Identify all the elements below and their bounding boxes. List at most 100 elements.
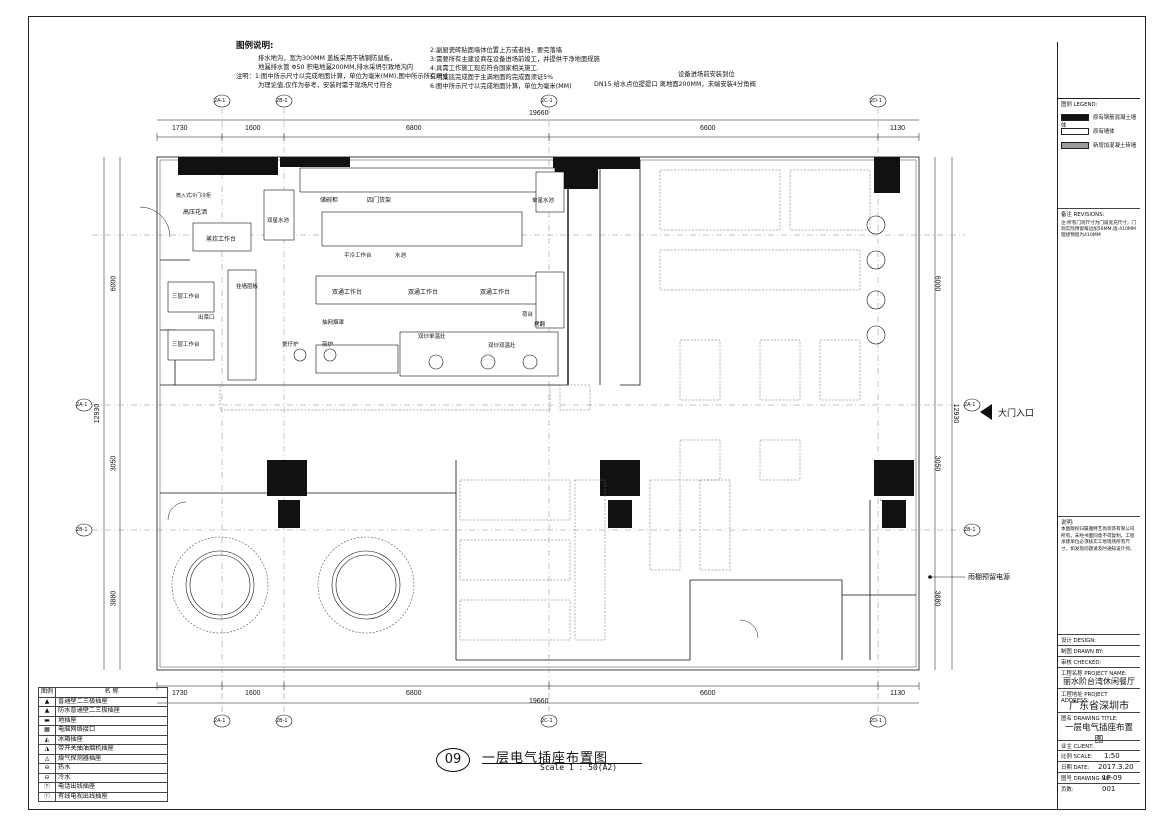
wall-swatch-icon	[1061, 128, 1089, 135]
tb-address-label: 工程地址 PROJECT ADDRESS:	[1058, 688, 1140, 705]
tb-legend-label: 图例 LEGEND:	[1058, 98, 1140, 109]
dim-bottom-4: 6600	[700, 690, 716, 697]
title-block: 图例 LEGEND: 原有钢筋混凝土墙体 原有墙体 新增加混凝土砖墙 备注 RE…	[1057, 42, 1140, 810]
header-cell: 名 称	[55, 687, 168, 698]
label-double-pass-1: 双通工作台	[332, 289, 363, 296]
tb-legend-item: 新增加混凝土砖墙	[1058, 140, 1140, 150]
table-row: ⊖热水	[37, 763, 168, 774]
legend-notes-title: 图例说明:	[236, 41, 274, 51]
label-low-cold: 平冷工作台	[344, 253, 372, 259]
drawing-sheet	[28, 16, 1146, 810]
note-line: 注明：1:图中所示尺寸以完成地面计算，单位为毫米(MM),图中所示所有尺寸	[236, 73, 449, 80]
label-double-fryer: 双炒单温灶	[418, 334, 446, 340]
hood-socket-icon: ◮	[37, 744, 57, 755]
concrete-swatch-icon	[1061, 114, 1089, 121]
table-row: ◮带开关抽油烟机插座	[37, 744, 168, 755]
drawing-scale: Scale 1 : 50(A2)	[540, 763, 618, 772]
dim-right-1: 6000	[933, 275, 941, 292]
phone-outlet-icon: Ⓣ	[37, 782, 57, 793]
legend-notes: 图例说明: 排水地沟，宽为300MM 盖板采用不锈钢防鼠板， 地漏排水管 Φ50…	[236, 41, 796, 91]
tb-date-label: 日期 DATE:	[1061, 765, 1090, 771]
dim-total-bottom: 19660	[529, 698, 549, 705]
dim-left-1: 6000	[110, 275, 118, 292]
tb-scale: 1:50	[1104, 752, 1120, 760]
table-row: ▦电脑网络接口	[37, 725, 168, 736]
axis-label: 2A-1	[964, 402, 976, 408]
tb-legend-item: 原有墙体	[1058, 126, 1140, 136]
table-cell: 地插座	[55, 715, 168, 726]
dim-left-3: 3880	[110, 590, 118, 607]
dim-right-total: 12930	[952, 403, 960, 424]
tb-spec: 本图版权归属雅特艺尚装饰有限公司所有。未经书面同意不得复制。工程承建单位必须核实…	[1061, 527, 1135, 552]
legend-notes-right: 2:副厨瓷砖贴面墙体位置上方或者挡，要完落墙 3:需要所有主建设商在设备进场前竣…	[430, 46, 700, 91]
label-double-fryer-2: 双炒双温灶	[488, 343, 516, 349]
tb-no-row: 图号 DRAWING NO:1P-09	[1058, 772, 1140, 783]
note-line: 地漏排水管 Φ50 积电地漏200MM,排水采坍引致地沟内	[258, 64, 414, 71]
label-stove: 煲仔炉	[282, 342, 299, 348]
tb-legend-text: 新增加混凝土砖墙	[1093, 143, 1137, 149]
tb-scale-label: 比例 SCALE:	[1061, 754, 1093, 760]
note-line: 4:具需工作施工现应符合国家相关施工.	[430, 65, 539, 72]
label-double-pass-2: 双通工作台	[408, 289, 439, 296]
entrance-arrow-icon	[980, 404, 992, 420]
label-double-pass-3: 双通工作台	[480, 289, 511, 296]
waterproof-socket-icon: ▲	[37, 706, 57, 717]
dim-top-4: 6600	[700, 125, 716, 132]
tb-spec-label: 说明:	[1058, 516, 1140, 527]
table-row: ▲防水普通壁二三极插座	[37, 706, 168, 717]
tb-page-label: 页数:	[1061, 787, 1074, 793]
table-row: ⊖冷水	[37, 772, 168, 783]
label-steam-table: 蒸炊工作台	[206, 236, 237, 243]
axis-label: 2A-1	[214, 718, 226, 724]
tb-date-row: 日期 DATE: 2017.3.20	[1058, 761, 1140, 772]
table-cell: 有线电视出线插座	[55, 791, 168, 802]
axis-label: 2D-1	[870, 718, 883, 724]
tb-notes: 注:所有门洞尺寸为门扇宽充尺寸，门洞实际预留每边加50MM,墙:410MM理想预…	[1061, 221, 1137, 238]
label-fried: 煎炉	[322, 342, 334, 348]
fridge-socket-icon: ◭	[37, 734, 57, 745]
note-line: 6:图中所示尺寸以完成地面计算，单位为毫米(MM)	[430, 83, 572, 90]
axis-label: 2A-1	[76, 402, 88, 408]
concrete-wall	[178, 157, 278, 175]
dim-left-2: 3050	[110, 455, 118, 472]
label-pass-window: 微入式冷门冷柜	[176, 193, 212, 199]
legend-notes-left: 排水地沟，宽为300MM 盖板采用不锈钢防鼠板， 地漏排水管 Φ50 积电地漏2…	[236, 54, 528, 90]
network-port-icon: ▦	[37, 725, 57, 736]
label-water-pool: 水池	[395, 253, 407, 259]
axis-label: 2B-1	[276, 98, 288, 104]
table-row: ◬燥气探测器插座	[37, 753, 168, 764]
label-ref-table: 荷台	[522, 312, 534, 318]
axis-label: 2C-1	[541, 98, 553, 104]
label-lower-2: 三层工作台	[172, 342, 200, 348]
tb-no: 1P-09	[1102, 774, 1122, 782]
tb-address: 广东省深圳市	[1069, 701, 1129, 712]
tb-drawing-label: 图名 DRAWING TITLE:	[1058, 712, 1140, 723]
label-roof-power: 雨棚预留电源	[968, 573, 1010, 581]
dim-bottom-1: 1730	[172, 690, 188, 697]
floor-plan	[75, 94, 992, 728]
label-four-door: 四门货架	[367, 197, 392, 204]
tv-outlet-icon: ⓣ	[37, 791, 57, 802]
tb-date: 2017.3.20	[1098, 763, 1134, 771]
table-cell: 电话出线插座	[55, 782, 168, 793]
dim-right-2: 3050	[933, 455, 941, 472]
equipment-note: 设备进场前安装到位	[678, 71, 735, 78]
table-cell: 冷水	[55, 772, 168, 783]
dim-top-5: 1130	[890, 125, 906, 132]
dim-bottom-3: 6800	[406, 690, 422, 697]
axis-label: 2D-1	[870, 98, 883, 104]
tb-project-label: 工程名称 PROJECT NAME:	[1058, 667, 1140, 678]
tb-design: 设计 DESIGN:	[1058, 634, 1140, 645]
title-underline	[482, 763, 642, 764]
tb-project-name: 丽水阶台湾休闲餐厅	[1063, 677, 1135, 686]
header-cell: 图例	[37, 687, 57, 698]
table-cell: 燥气探测器插座	[55, 753, 168, 764]
label-double-sink: 双星水池	[267, 218, 290, 224]
tb-scale-row: 比例 SCALE: 1:50	[1058, 750, 1140, 761]
table-row: ▲普通壁二三极插座	[37, 696, 168, 707]
note-line: 排水地沟，宽为300MM 盖板采用不锈钢防鼠板，	[258, 55, 397, 62]
dim-top-1: 1730	[172, 125, 188, 132]
tb-page: 001	[1102, 785, 1116, 793]
gas-detector-icon: ◬	[37, 753, 57, 764]
